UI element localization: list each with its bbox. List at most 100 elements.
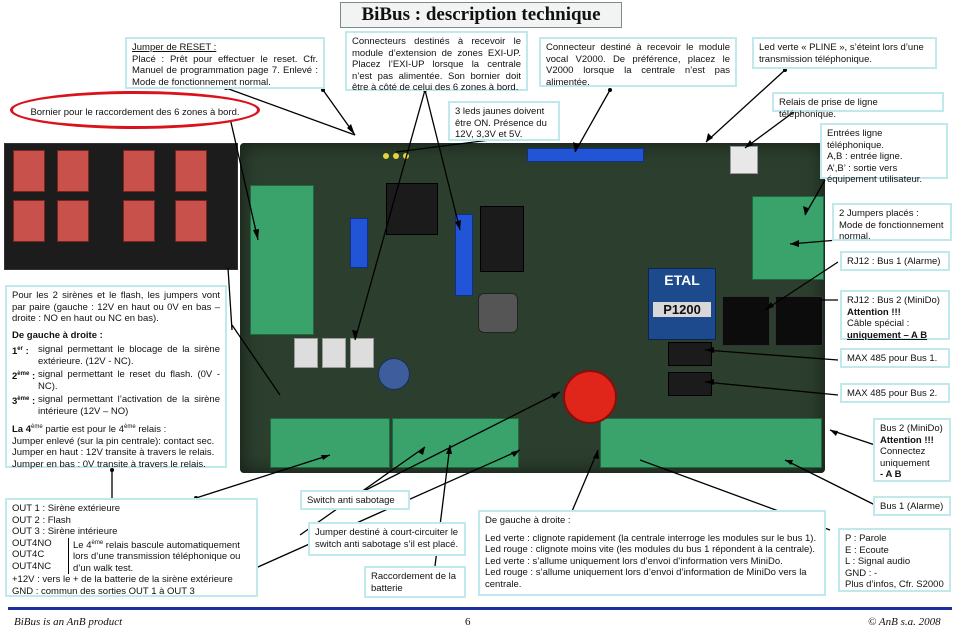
siren-item-2-text: signal permettant le reset du flash. (0V… (38, 369, 220, 392)
exi-connector-left (350, 218, 368, 268)
relay4-line-1: Jumper enlevé (sur la pin centrale): con… (12, 435, 215, 447)
footer-left: BiBus is an AnB product (14, 616, 123, 628)
callout-tamper-jumper: Jumper destiné à court-circuiter le swit… (308, 522, 466, 556)
rj12-bus2-line-2: Attention !!! (847, 306, 901, 318)
bus2-line-1: Bus 2 (MiniDo) (880, 423, 943, 434)
exi-connector-right (455, 214, 473, 296)
relay4-line-3: Jumper en bas : 0V transite à travers le… (12, 458, 206, 470)
callout-phone-inputs: Entrées ligne téléphonique. A,B : entrée… (820, 123, 948, 185)
audio-line-2: E : Ecoute (845, 544, 889, 556)
siren-item-1-text: signal permettant le blocage de la sirèn… (38, 344, 220, 367)
yellow-led-1 (383, 153, 389, 159)
page-title: BiBus : description technique (340, 2, 622, 28)
siren-item-1: 1er : signal permettant le blocage de la… (12, 344, 220, 367)
callout-exi-connectors: Connecteurs destinés à recevoir le modul… (345, 31, 528, 93)
max485-chip-1 (668, 342, 712, 366)
bus-leds-line-4: Led rouge : s’allume uniquement lors d’e… (485, 567, 807, 590)
relay-2 (322, 338, 346, 368)
zone-terminal-block (250, 185, 314, 335)
rj12-bus2-line-3: Câble spécial : (847, 318, 910, 329)
rj12-port-1 (722, 296, 770, 346)
callout-tamper-switch: Switch anti sabotage (300, 490, 410, 510)
callout-zone-bornier: Bornier pour le raccordement des 6 zones… (10, 91, 260, 129)
rj12-bus2-line-4: uniquement – A B (847, 329, 928, 341)
bus-leds-line-2: Led rouge : clignote moins vite (les mod… (485, 544, 816, 555)
etal-transformer: ETAL P1200 (648, 268, 716, 340)
out4no-label: OUT4NO (12, 537, 52, 549)
relay-closeup-8 (175, 200, 207, 242)
buzzer (563, 370, 617, 424)
relay-closeup-4 (175, 150, 207, 192)
power-coil (478, 293, 518, 333)
out2-line: OUT 2 : Flash (12, 514, 71, 526)
relay-closeup-2 (57, 150, 89, 192)
capacitor (378, 358, 410, 390)
out4nc-label: OUT4NC (12, 560, 52, 572)
vocal-connector (527, 148, 644, 162)
relay4-line-2: Jumper en haut : 12V transite à travers … (12, 447, 215, 459)
callout-vocal-connector: Connecteur destiné à recevoir le module … (539, 37, 737, 88)
yellow-led-2 (393, 153, 399, 159)
relay-closeup-photo (4, 143, 238, 270)
out3-line: OUT 3 : Sirène intérieure (12, 526, 118, 537)
etal-label: ETAL (649, 269, 715, 288)
footer-page-number: 6 (465, 616, 471, 628)
audio-line-4: GND : - (845, 567, 878, 579)
audio-line-3: L : Signal audio (845, 556, 911, 567)
relay-closeup-7 (123, 200, 155, 242)
relay4-heading: La 4ème partie est pour le 4ème relais : (12, 424, 167, 436)
relay-closeup-6 (57, 200, 89, 242)
relay-3 (350, 338, 374, 368)
callout-sirens-jumpers: Pour les 2 sirènes et le flash, les jump… (5, 285, 227, 470)
out4c-label: OUT4C (12, 549, 45, 560)
callout-audio-terminals: P : Parole E : Ecoute L : Signal audio G… (838, 528, 951, 592)
bus2-line-2: Attention !!! (880, 434, 934, 446)
callout-yellow-leds: 3 leds jaunes doivent être ON. Présence … (448, 101, 560, 141)
callout-outputs: OUT 1 : Sirène extérieure OUT 2 : Flash … (5, 498, 258, 597)
siren-item-3: 3ème : signal permettant l’activation de… (12, 394, 220, 417)
callout-line-relay: Relais de prise de ligne téléphonique. (772, 92, 944, 120)
footer-rule (8, 607, 952, 610)
callout-max485-bus2: MAX 485 pour Bus 2. (840, 383, 950, 403)
callout-pline-led: Led verte « PLINE », s’éteint lors d’une… (752, 37, 937, 69)
out4-labels: OUT4NO OUT4C OUT4NC (12, 538, 68, 575)
callout-rj12-bus1: RJ12 : Bus 1 (Alarme) (840, 251, 950, 271)
audio-line-5: Plus d’infos, Cfr. S2000 (845, 579, 944, 590)
entrees-line-1: A,B : entrée ligne. (827, 151, 903, 162)
relay-closeup-1 (13, 150, 45, 192)
memory-chip (480, 206, 524, 272)
reset-body: Placé : Prêt pour effectuer le reset. Cf… (132, 53, 318, 88)
sirens-heading: De gauche à droite : (12, 329, 103, 341)
relay-closeup-3 (123, 150, 155, 192)
out4-group: OUT4NO OUT4C OUT4NC Le 4ème relais bascu… (12, 537, 251, 575)
sirens-intro: Pour les 2 sirènes et le flash, les jump… (12, 290, 220, 324)
callout-rj12-bus2: RJ12 : Bus 2 (MiniDo) Attention !!! Câbl… (840, 290, 950, 341)
relay-closeup-5 (13, 200, 45, 242)
phone-relay (730, 146, 758, 174)
bus-leds-heading: De gauche à droite : (485, 515, 571, 526)
bus2-line-3: Connectez uniquement (880, 446, 930, 469)
output-terminal-block (270, 418, 390, 468)
microcontroller-chip (386, 183, 438, 235)
callout-bus1-terminal: Bus 1 (Alarme) (873, 496, 951, 516)
rj12-port-2 (775, 296, 823, 346)
p1200-label: P1200 (653, 302, 711, 317)
out-12v-line: +12V : vers le + de la batterie de la si… (12, 574, 233, 586)
entrees-title: Entrées ligne téléphonique. (827, 128, 885, 151)
phone-line-terminal-block (752, 196, 824, 280)
siren-item-3-text: signal permettant l’activation de la sir… (38, 394, 220, 417)
callout-two-jumpers: 2 Jumpers placés : Mode de fonctionnemen… (832, 203, 952, 242)
siren-item-3-number: 3ème : (12, 396, 36, 408)
footer-copyright: © AnB s.a. 2008 (868, 616, 941, 628)
siren-item-2: 2ème : signal permettant le reset du fla… (12, 369, 220, 392)
siren-item-1-number: 1er : (12, 346, 29, 358)
bus2-line-4: - A B (880, 469, 902, 480)
callout-max485-bus1: MAX 485 pour Bus 1. (840, 348, 950, 368)
audio-line-1: P : Parole (845, 533, 887, 544)
out-gnd-line: GND : commun des sorties OUT 1 à OUT 3 (12, 585, 195, 597)
entrees-line-2: A’,B’ : sortie vers équipement utilisate… (827, 162, 923, 186)
siren-item-2-number: 2ème : (12, 371, 36, 383)
bus-terminal-block (600, 418, 822, 468)
callout-battery: Raccordement de la batterie (364, 566, 466, 598)
bus-leds-line-3: Led verte : s’allume uniquement lors d’e… (485, 555, 783, 567)
